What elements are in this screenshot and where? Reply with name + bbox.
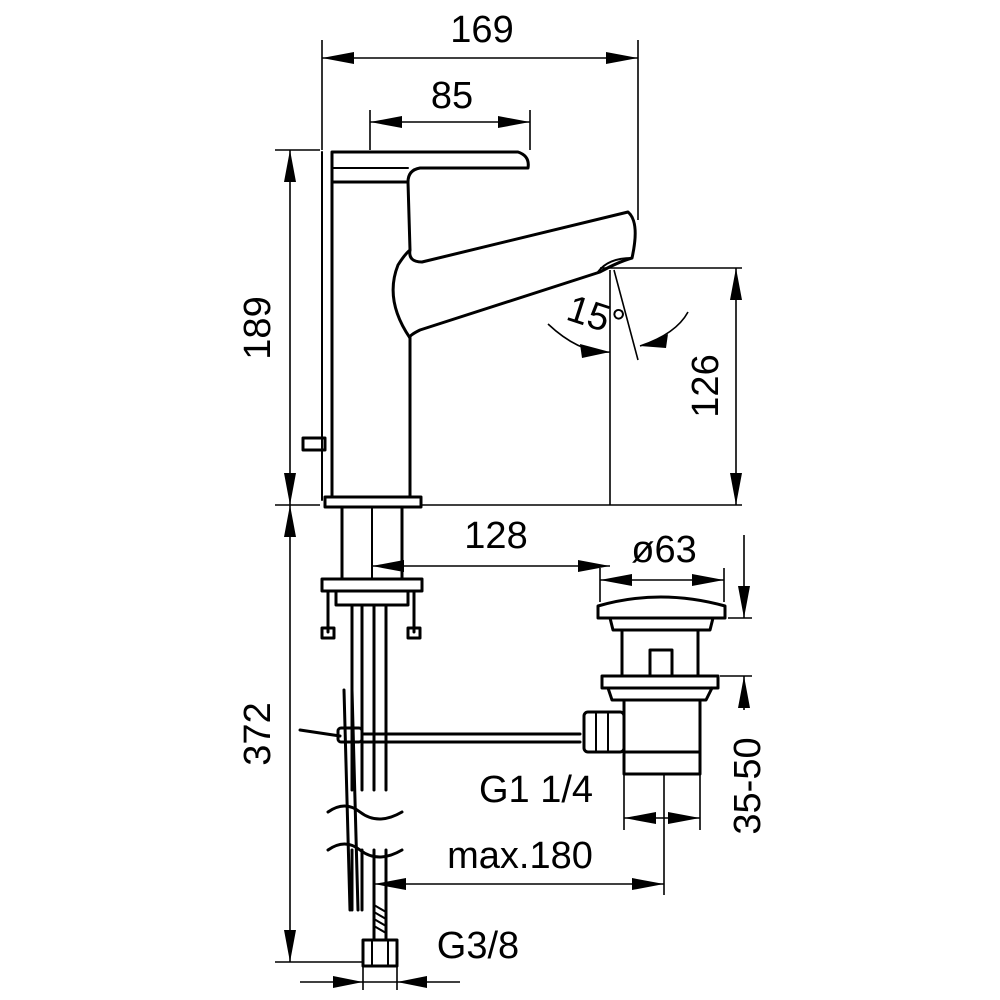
dim-spout-height: 126	[685, 354, 727, 417]
drain-body-flange	[600, 674, 720, 690]
drain-cap	[596, 595, 727, 620]
dim-waste-diameter: ø63	[631, 529, 696, 571]
lever	[330, 150, 530, 184]
waste-assembly	[582, 595, 727, 776]
dim-spout-reach: 128	[464, 515, 527, 557]
faucet-body	[301, 150, 637, 509]
column	[330, 180, 412, 499]
dim-max-distance: max.180	[447, 835, 593, 877]
dim-total-width: 169	[450, 9, 513, 51]
dim-hose-thread: G3/8	[437, 925, 519, 967]
mounting-assembly	[298, 505, 582, 968]
drain-body	[622, 698, 702, 776]
dim-body-height: 189	[237, 296, 279, 359]
dim-waste-adjust: 35-50	[727, 737, 769, 834]
dim-waste-thread: G1 1/4	[479, 769, 593, 811]
dimension-lines	[275, 40, 752, 990]
dim-lever-width: 85	[431, 75, 473, 117]
dim-spout-angle: 15°	[562, 288, 630, 346]
dim-hose-length: 372	[237, 702, 279, 765]
hose-nut	[361, 938, 399, 968]
popup-rod	[301, 436, 327, 452]
